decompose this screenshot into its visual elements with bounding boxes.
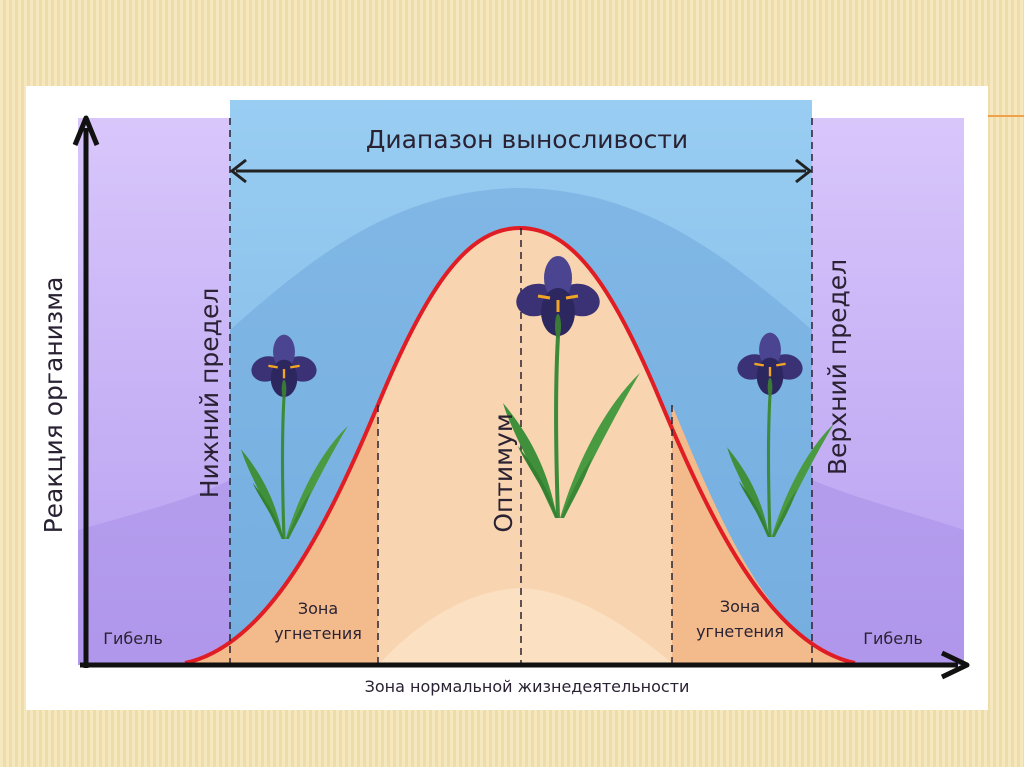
- y-axis-label: Реакция организма: [39, 277, 68, 534]
- depression-zone-left-label-line1: Зона: [298, 599, 338, 618]
- decorative-accent-line: [988, 115, 1024, 117]
- tolerance-diagram: Диапазон выносливости Реакция организма …: [26, 86, 988, 710]
- depression-zone-right-label-line2: угнетения: [696, 622, 784, 641]
- death-zone-left-label: Гибель: [103, 629, 163, 648]
- depression-zone-left-label-line2: угнетения: [274, 624, 362, 643]
- upper-limit-label: Верхний предел: [823, 259, 852, 475]
- x-axis-label: Зона нормальной жизнедеятельности: [365, 677, 690, 696]
- death-zone-right-label: Гибель: [863, 629, 923, 648]
- tolerance-range-label: Диапазон выносливости: [366, 125, 688, 154]
- depression-zone-right-label-line1: Зона: [720, 597, 760, 616]
- diagram-frame: Диапазон выносливости Реакция организма …: [26, 86, 988, 710]
- optimum-label: Оптимум: [489, 413, 518, 532]
- lower-limit-label: Нижний предел: [195, 288, 224, 499]
